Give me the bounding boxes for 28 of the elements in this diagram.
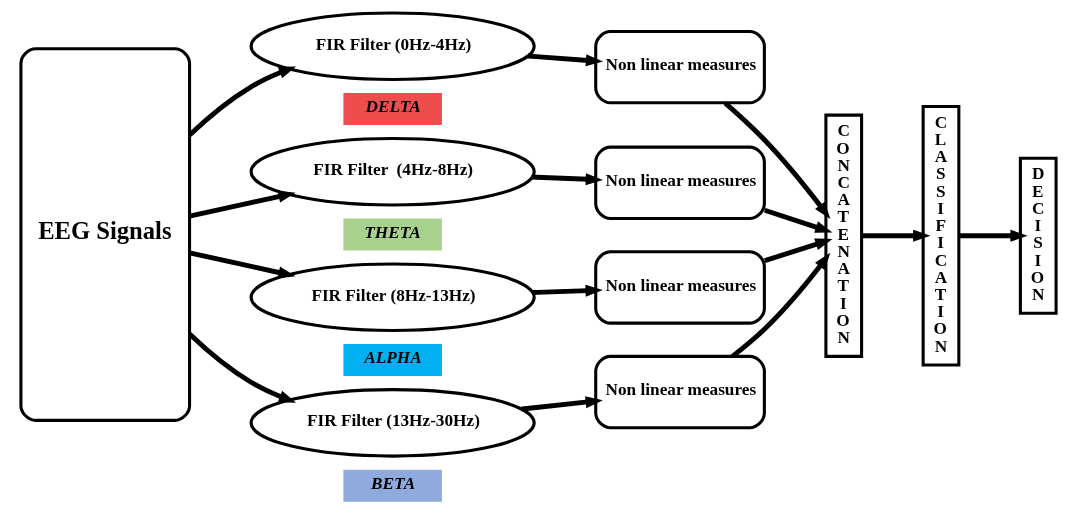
node-box: DECISION [1018, 156, 1058, 315]
arrow [861, 229, 931, 242]
node-box: Non linear measures [594, 250, 766, 325]
arrow [532, 173, 603, 186]
arrow [189, 190, 296, 219]
node-box: Non linear measures [594, 145, 766, 221]
node-box: BETA [343, 469, 442, 502]
arrow [764, 238, 833, 264]
arrow [730, 252, 831, 359]
arrow [532, 284, 603, 297]
arrow [187, 332, 297, 403]
arrow [959, 229, 1028, 242]
node-box: DELTA [343, 93, 442, 125]
node-box: CONCATENATION [824, 113, 864, 358]
arrow [723, 101, 831, 220]
node-box: CLASSIFICATION [921, 105, 961, 367]
node-box: Non linear measures [594, 29, 766, 105]
arrow [521, 396, 603, 412]
arrow [189, 250, 296, 279]
node-box: EEG Signals [19, 47, 192, 422]
node-box: Non linear measures [594, 354, 766, 430]
node-ellipse: FIR Filter (4Hz-8Hz) [249, 137, 536, 207]
node-ellipse: FIR Filter (8Hz-13Hz) [249, 262, 536, 333]
node-box: ALPHA [343, 344, 442, 377]
arrow [763, 207, 833, 233]
arrow [527, 53, 604, 67]
arrow [187, 66, 297, 137]
node-box: THETA [343, 218, 442, 251]
